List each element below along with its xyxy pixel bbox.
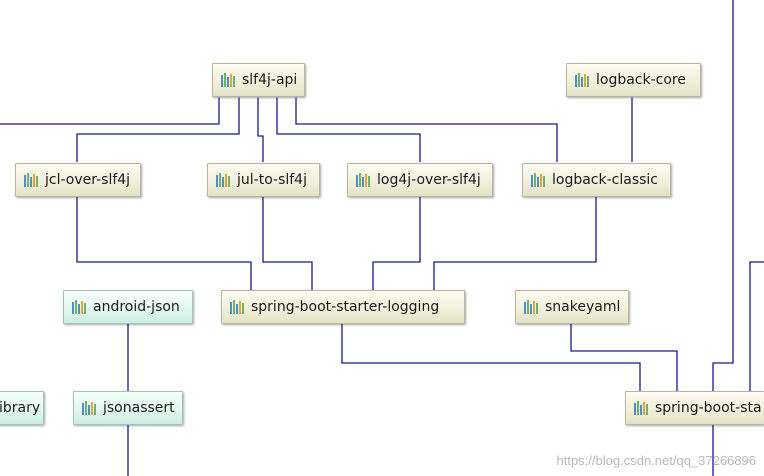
node-slf4j-api[interactable]: slf4j-api (212, 63, 305, 97)
node-jcl-over-slf4j[interactable]: jcl-over-slf4j (15, 163, 141, 197)
edge-jul-to-slf4j-api (254, 91, 264, 162)
edge-log4j-to-slf4j-api (273, 91, 421, 162)
node-label: snakeyaml (545, 299, 621, 315)
maven-library-icon (230, 300, 248, 314)
edge-logging-to-jcl (73, 189, 252, 290)
watermark: https://blog.csdn.net/qq_37266896 (556, 453, 757, 468)
maven-library-icon (72, 300, 90, 314)
edge-starter-to-top (712, 0, 734, 391)
node-jul-to-slf4j[interactable]: jul-to-slf4j (207, 163, 320, 197)
node-log4j-over-slf4j[interactable]: log4j-over-slf4j (347, 163, 493, 197)
node-label: spring-boot-starter-logging (251, 299, 440, 315)
node-label: jul-to-slf4j (237, 172, 307, 188)
node-label: jcl-over-slf4j (45, 172, 131, 188)
edge-logback-classic-to-slf4j-api (292, 91, 558, 162)
edge-logging-to-log4j (372, 189, 424, 290)
edge-logging-to-jul (259, 189, 313, 290)
node-label: spring-boot-sta (655, 400, 762, 416)
maven-library-icon (82, 401, 100, 415)
node-label: jsonassert (103, 400, 175, 416)
edge-starter-to-snakeyaml (567, 317, 678, 391)
edge-logging-to-logback-classic (433, 189, 600, 290)
node-logback-classic[interactable]: logback-classic (522, 163, 671, 197)
maven-library-icon (356, 173, 374, 187)
node-snakeyaml[interactable]: snakeyaml (515, 290, 629, 324)
node-label: logback-core (596, 72, 686, 88)
edge-jcl-to-slf4j-api (76, 91, 243, 162)
edge-offscreen-to-slf4j-api (0, 91, 223, 125)
node-library-partial[interactable]: ibrary (0, 391, 44, 425)
maven-library-icon (531, 173, 549, 187)
node-label: slf4j-api (242, 72, 298, 88)
maven-library-icon (524, 300, 542, 314)
maven-library-icon (24, 173, 42, 187)
maven-library-icon (634, 401, 652, 415)
node-label: ibrary (0, 400, 41, 416)
node-android-json[interactable]: android-json (63, 290, 193, 324)
edge-starter-to-right (749, 261, 764, 391)
node-label: log4j-over-slf4j (377, 172, 481, 188)
edge-starter-to-logging (338, 317, 641, 391)
maven-library-icon (575, 73, 593, 87)
node-label: logback-classic (552, 172, 659, 188)
node-spring-boot-starter[interactable]: spring-boot-sta (625, 391, 764, 425)
node-label: android-json (93, 299, 180, 315)
maven-library-icon (216, 173, 234, 187)
node-spring-boot-starter-logging[interactable]: spring-boot-starter-logging (221, 290, 465, 324)
maven-library-icon (221, 73, 239, 87)
node-logback-core[interactable]: logback-core (566, 63, 701, 97)
node-jsonassert[interactable]: jsonassert (73, 391, 183, 425)
